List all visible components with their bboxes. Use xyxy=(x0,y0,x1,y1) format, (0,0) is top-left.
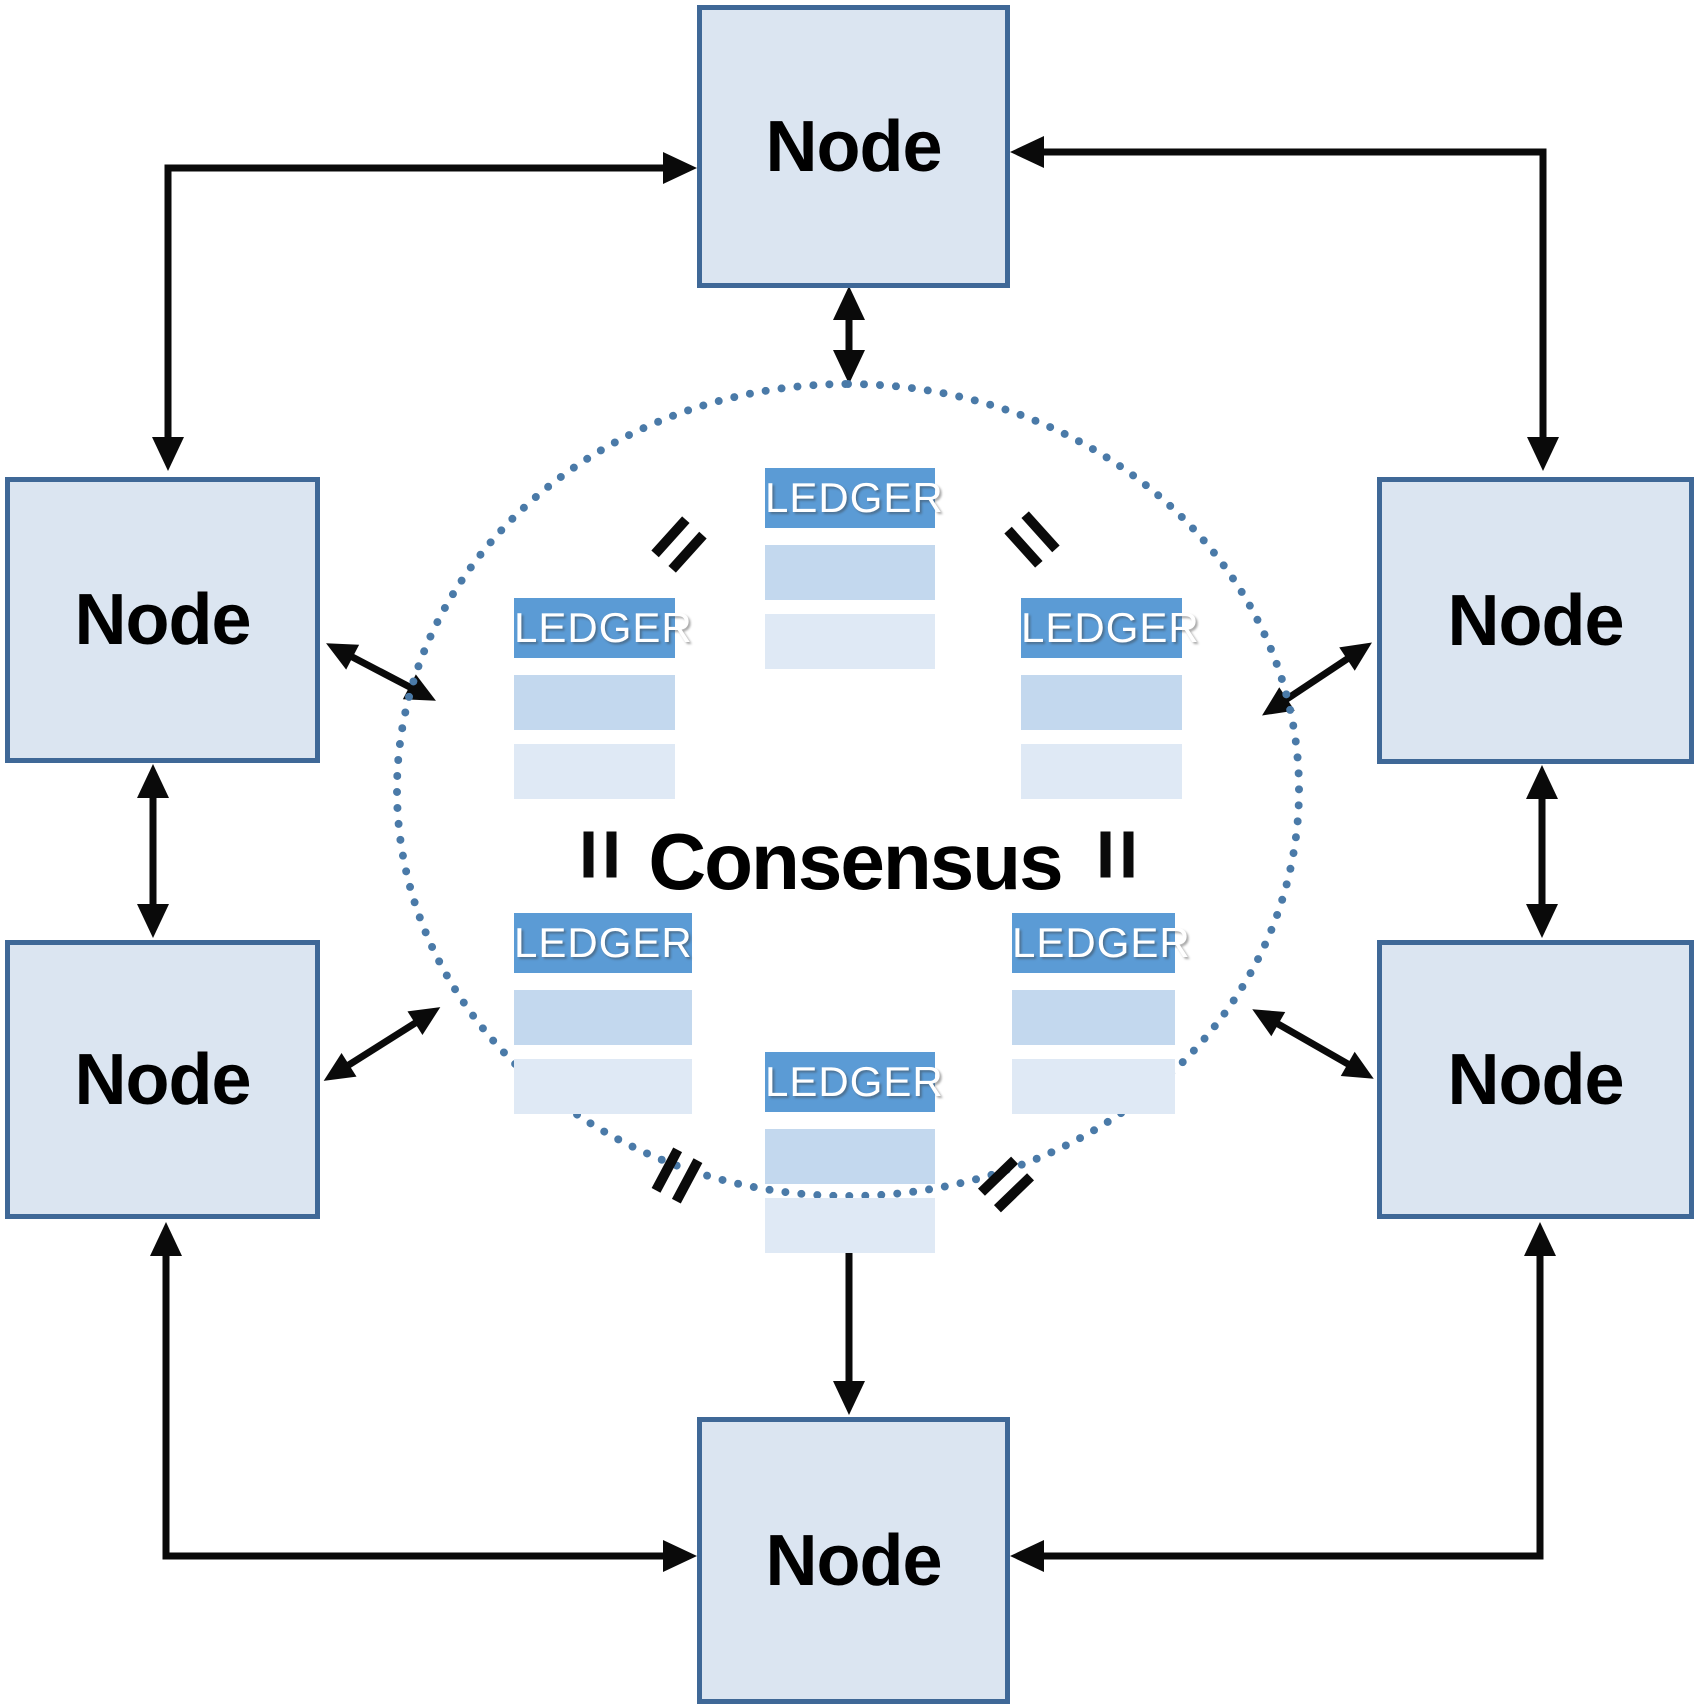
equals-icon-mid-right xyxy=(1100,831,1134,878)
node-box-top: Node xyxy=(697,5,1010,288)
connector-top-left xyxy=(152,152,697,471)
equals-bar xyxy=(606,831,617,878)
equals-icon-mid-left xyxy=(583,831,617,878)
ledger-title: LEDGER xyxy=(765,468,943,528)
node-label: Node xyxy=(765,106,943,187)
equals-bar xyxy=(1100,831,1111,878)
node-box-left-upper: Node xyxy=(5,477,320,763)
ledger-row xyxy=(514,1059,692,1114)
connector-bottom-left xyxy=(150,1222,697,1572)
double-arrow-right-side xyxy=(1526,765,1558,938)
equals-bar xyxy=(1123,831,1134,878)
ledger-row xyxy=(514,675,675,730)
ledger-row xyxy=(765,1129,935,1184)
double-arrow-right-lower-circle xyxy=(1252,1009,1374,1079)
connector-bottom-right xyxy=(1010,1222,1556,1572)
ledger-title: LEDGER xyxy=(514,598,692,658)
ledger-row xyxy=(1012,990,1175,1045)
double-arrow-top-center xyxy=(833,286,865,384)
ledger-title: LEDGER xyxy=(514,913,692,973)
ledger-lower-right: LEDGER xyxy=(1012,913,1190,1114)
ledger-title: LEDGER xyxy=(1012,913,1190,973)
ledger-lower-left: LEDGER xyxy=(514,913,692,1114)
consensus-circle xyxy=(393,380,1303,1200)
ledger-row xyxy=(514,744,675,799)
ledger-title: LEDGER xyxy=(765,1052,943,1112)
double-arrow-left-lower-circle xyxy=(323,1007,441,1081)
node-label: Node xyxy=(1447,1039,1625,1120)
node-box-bottom: Node xyxy=(697,1417,1010,1704)
ledger-right: LEDGER xyxy=(1021,598,1199,799)
node-box-right-upper: Node xyxy=(1377,477,1694,764)
ledger-bottom: LEDGER xyxy=(765,1052,943,1253)
ledger-row xyxy=(765,614,935,669)
ledger-row xyxy=(765,545,935,600)
node-label: Node xyxy=(765,1520,943,1601)
node-label: Node xyxy=(1447,580,1625,661)
ledger-row xyxy=(1021,675,1182,730)
ledger-title: LEDGER xyxy=(1021,598,1199,658)
ledger-top: LEDGER xyxy=(765,468,943,669)
ledger-row xyxy=(514,990,692,1045)
node-box-left-lower: Node xyxy=(5,940,320,1219)
ledger-row xyxy=(765,1198,935,1253)
connector-top-right xyxy=(1010,136,1559,471)
ledger-row xyxy=(1021,744,1182,799)
ledger-left: LEDGER xyxy=(514,598,692,799)
ledger-row xyxy=(1012,1059,1175,1114)
equals-bar xyxy=(583,831,594,878)
node-label: Node xyxy=(74,1039,252,1120)
node-box-right-lower: Node xyxy=(1377,940,1694,1219)
double-arrow-left-side xyxy=(137,764,169,938)
consensus-label: Consensus xyxy=(648,817,1063,906)
node-label: Node xyxy=(74,580,252,660)
